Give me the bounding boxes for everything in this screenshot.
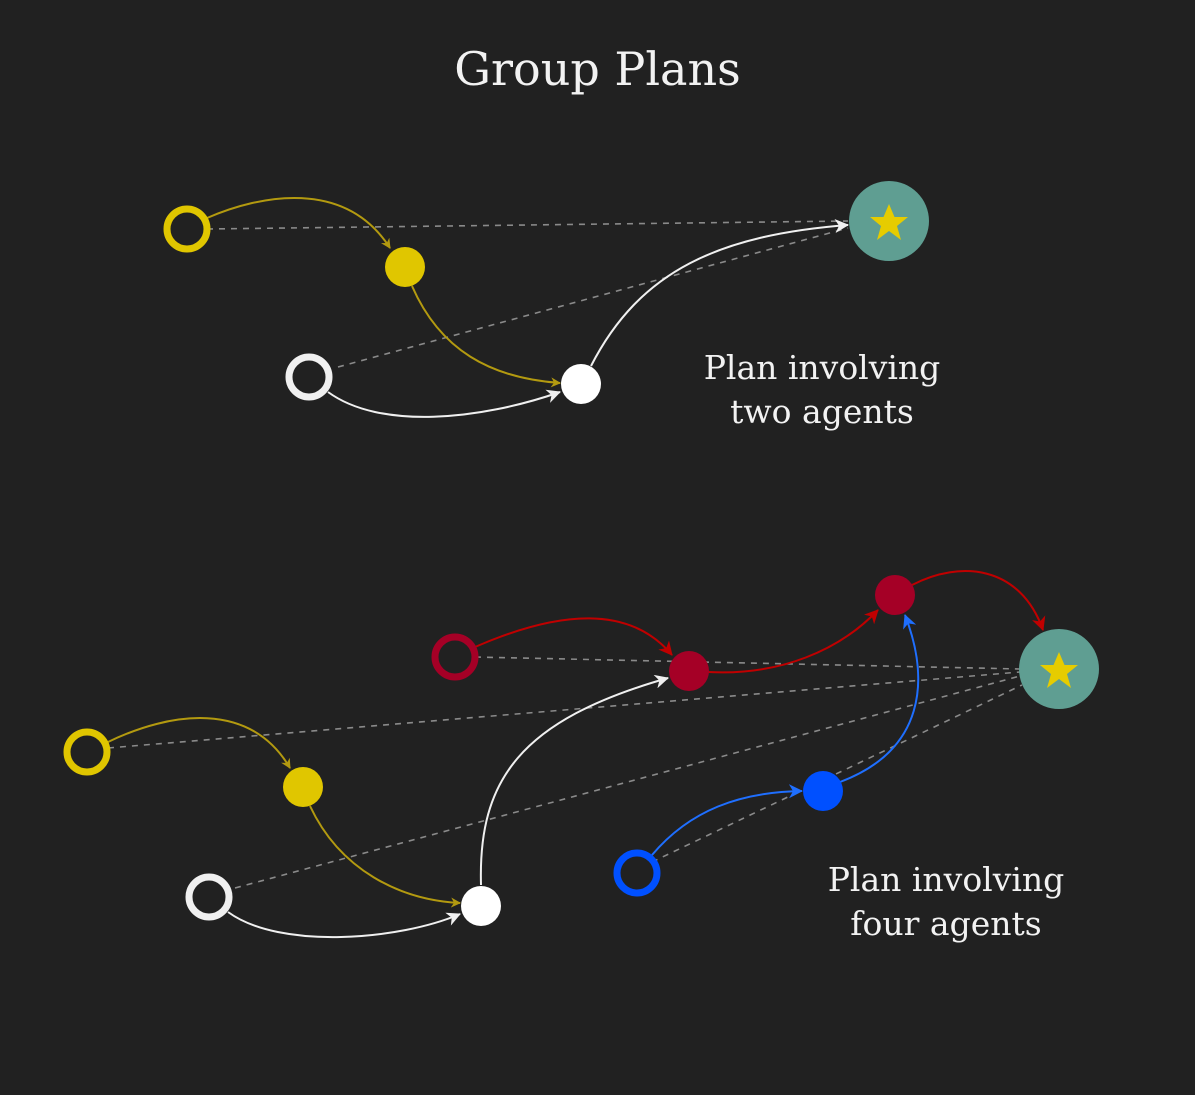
two-agent-plan bbox=[163, 181, 929, 418]
dashed-link bbox=[234, 675, 1021, 889]
red-edge bbox=[707, 609, 879, 674]
caption-four-agents: Plan involving four agents bbox=[796, 858, 1096, 946]
four-agent-plan bbox=[63, 570, 1099, 938]
white-edge bbox=[227, 911, 461, 938]
dashed-link bbox=[337, 227, 849, 368]
red-edge bbox=[911, 570, 1046, 631]
white-agent-node bbox=[561, 364, 601, 404]
yellow-agent-start bbox=[63, 728, 111, 776]
yellow-edge bbox=[206, 197, 391, 249]
yellow-edge bbox=[107, 717, 291, 769]
dashed-link bbox=[474, 656, 1021, 670]
red-agent-node bbox=[875, 575, 915, 615]
yellow-agent-start bbox=[163, 205, 211, 253]
yellow-edge bbox=[309, 805, 461, 908]
blue-edge bbox=[651, 784, 803, 856]
white-edge bbox=[327, 389, 561, 418]
yellow-agent-node bbox=[283, 767, 323, 807]
yellow-agent-node bbox=[385, 247, 425, 287]
diagram-title: Group Plans bbox=[454, 42, 741, 96]
caption-line: Plan involving bbox=[703, 348, 941, 387]
caption-line: four agents bbox=[850, 904, 1042, 943]
white-agent-start bbox=[285, 353, 333, 401]
blue-agent-start bbox=[613, 849, 661, 897]
caption-two-agents: Plan involving two agents bbox=[672, 346, 972, 434]
white-agent-start bbox=[185, 873, 233, 921]
dashed-link bbox=[651, 684, 1023, 863]
dashed-link bbox=[107, 671, 1021, 749]
yellow-edge bbox=[411, 285, 561, 388]
red-agent-start bbox=[431, 633, 479, 681]
blue-edge bbox=[839, 614, 920, 783]
dashed-link bbox=[206, 220, 849, 230]
red-agent-node bbox=[669, 651, 709, 691]
white-agent-node bbox=[461, 886, 501, 926]
caption-line: Plan involving bbox=[827, 860, 1065, 899]
blue-agent-node bbox=[803, 771, 843, 811]
red-edge bbox=[474, 617, 673, 656]
white-edge bbox=[590, 219, 849, 367]
white-edge bbox=[479, 674, 669, 886]
caption-line: two agents bbox=[730, 392, 914, 431]
